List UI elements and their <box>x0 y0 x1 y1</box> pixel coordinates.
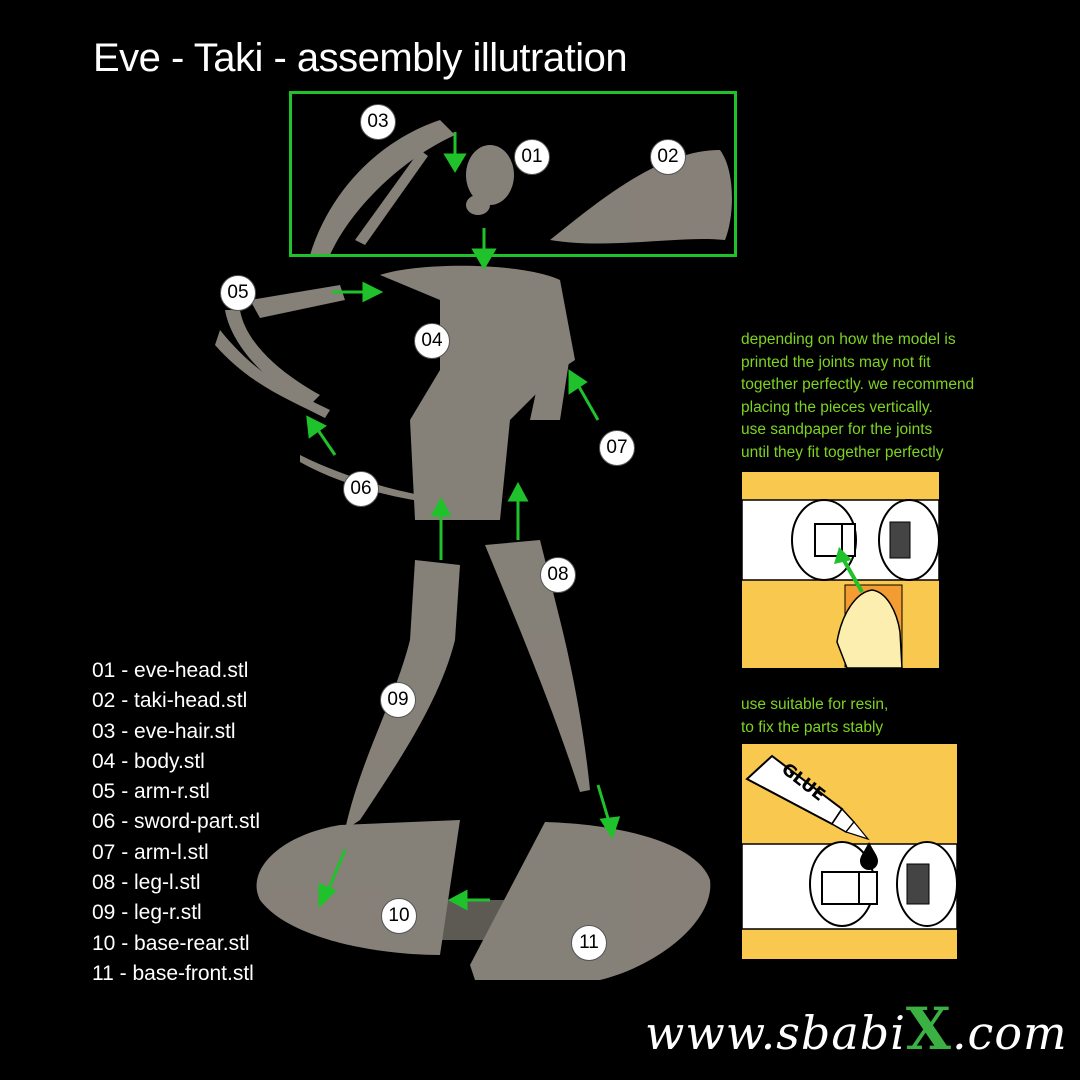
badge-09: 09 <box>380 682 416 718</box>
glue-panel: GLUE <box>742 744 957 959</box>
parts-list-item: 08 - leg-l.stl <box>92 871 201 895</box>
glue-note: use suitable for resin, to fix the parts… <box>741 694 888 739</box>
brand-logo: www.sbabiX.com <box>645 995 1068 1063</box>
note-line: placing the pieces vertically. <box>741 398 933 416</box>
parts-list-item: 11 - base-front.stl <box>92 961 254 985</box>
badge-06: 06 <box>343 471 379 507</box>
logo-x: X <box>905 995 952 1063</box>
badge-05: 05 <box>220 275 256 311</box>
heads-group-frame <box>289 91 737 257</box>
parts-list-item: 07 - arm-l.stl <box>92 840 209 864</box>
note-line: to fix the parts stably <box>741 718 884 736</box>
badge-01: 01 <box>514 139 550 175</box>
badge-08: 08 <box>540 557 576 593</box>
parts-list-item: 03 - eve-hair.stl <box>92 719 236 743</box>
badge-10: 10 <box>381 898 417 934</box>
parts-list: 01 - eve-head.stl 02 - taki-head.stl 03 … <box>92 656 260 989</box>
badge-07: 07 <box>599 430 635 466</box>
page-title: Eve - Taki - assembly illutration <box>93 36 628 80</box>
badge-03: 03 <box>360 104 396 140</box>
note-line: until they fit together perfectly <box>741 443 944 461</box>
note-line: use sandpaper for the joints <box>741 421 933 438</box>
parts-list-item: 10 - base-rear.stl <box>92 931 250 955</box>
logo-prefix: www.sbabi <box>645 1006 906 1060</box>
badge-02: 02 <box>650 139 686 175</box>
parts-list-item: 06 - sword-part.stl <box>92 810 261 834</box>
parts-list-item: 05 - arm-r.stl <box>92 780 210 804</box>
note-line: together perfectly. we recommend <box>741 376 975 393</box>
parts-list-item: 01 - eve-head.stl <box>92 659 249 682</box>
joints-note: depending on how the model is printed th… <box>741 329 974 464</box>
logo-suffix: .com <box>951 1006 1068 1060</box>
note-line: depending on how the model is <box>741 331 956 348</box>
sandpaper-panel <box>742 472 939 668</box>
parts-list-item: 09 - leg-r.stl <box>92 901 202 925</box>
parts-list-item: 02 - taki-head.stl <box>92 689 248 713</box>
note-line: printed the joints may not fit <box>741 353 931 371</box>
badge-04: 04 <box>414 323 450 359</box>
badge-11: 11 <box>571 925 607 961</box>
parts-list-item: 04 - body.stl <box>92 749 205 773</box>
note-line: use suitable for resin, <box>741 696 889 713</box>
